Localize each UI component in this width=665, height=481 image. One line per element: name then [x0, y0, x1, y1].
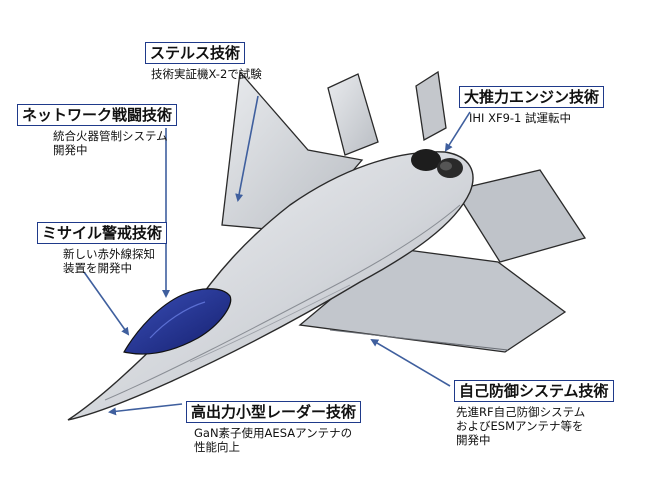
callout-desc-line: 開発中 — [456, 433, 491, 447]
callout-desc-line: GaN素子使用AESAアンテナの — [194, 426, 353, 440]
arrow-stealth — [235, 95, 259, 202]
arrow-self-defense — [370, 338, 451, 387]
callout-desc-line: 開発中 — [53, 143, 88, 157]
arrow-missile — [83, 271, 130, 336]
arrow-engine — [444, 111, 471, 152]
callout-desc-line: 新しい赤外線探知 — [63, 247, 155, 261]
callout-desc-line: 装置を開発中 — [63, 261, 132, 275]
callout-radar: 高出力小型レーダー技術 GaN素子使用AESAアンテナの 性能向上 — [186, 401, 362, 454]
callout-desc: 技術実証機X-2で試験 — [151, 67, 262, 81]
canopy-highlight — [149, 301, 206, 339]
callout-desc-line: 性能向上 — [194, 440, 240, 454]
callout-desc-line: 統合火器管制システム — [53, 129, 168, 143]
callout-desc-line: およびESMアンテナ等を — [456, 419, 584, 433]
callout-missile: ミサイル警戒技術 新しい赤外線探知 装置を開発中 — [37, 222, 168, 275]
callout-engine: 大推力エンジン技術 IHI XF9-1 試運転中 — [459, 86, 605, 125]
callout-self-defense: 自己防御システム技術 先進RF自己防御システム およびESMアンテナ等を 開発中 — [454, 380, 614, 447]
callout-desc: GaN素子使用AESAアンテナの 性能向上 — [194, 426, 361, 454]
arrow-radar — [108, 403, 183, 416]
callout-desc: IHI XF9-1 試運転中 — [469, 111, 604, 125]
engine-nozzle-left — [411, 149, 441, 171]
callout-title: ステルス技術 — [145, 42, 246, 64]
fuselage-shadow-line — [189, 284, 351, 363]
engine-nozzle-inner — [440, 161, 452, 171]
right-stabilizer — [453, 169, 587, 263]
callout-desc-line: IHI XF9-1 試運転中 — [469, 111, 572, 125]
right-vertical-tail — [415, 70, 447, 142]
callout-title: 大推力エンジン技術 — [459, 86, 605, 108]
callout-desc-line: 技術実証機X-2で試験 — [151, 67, 262, 81]
callout-desc: 新しい赤外線探知 装置を開発中 — [63, 247, 167, 275]
callout-title: ミサイル警戒技術 — [37, 222, 168, 244]
callout-title: 自己防御システム技術 — [454, 380, 614, 402]
callout-network: ネットワーク戦闘技術 統合火器管制システム 開発中 — [17, 104, 178, 157]
callout-title: 高出力小型レーダー技術 — [186, 401, 362, 423]
callout-desc: 統合火器管制システム 開発中 — [53, 129, 177, 157]
callout-stealth: ステルス技術 技術実証機X-2で試験 — [145, 42, 262, 81]
callout-desc: 先進RF自己防御システム およびESMアンテナ等を 開発中 — [456, 405, 614, 447]
callout-title: ネットワーク戦闘技術 — [17, 104, 178, 126]
callout-desc-line: 先進RF自己防御システム — [456, 405, 586, 419]
fuselage-chine-line — [104, 204, 461, 401]
left-vertical-tail — [327, 73, 379, 156]
wing-flap-line — [329, 329, 509, 351]
